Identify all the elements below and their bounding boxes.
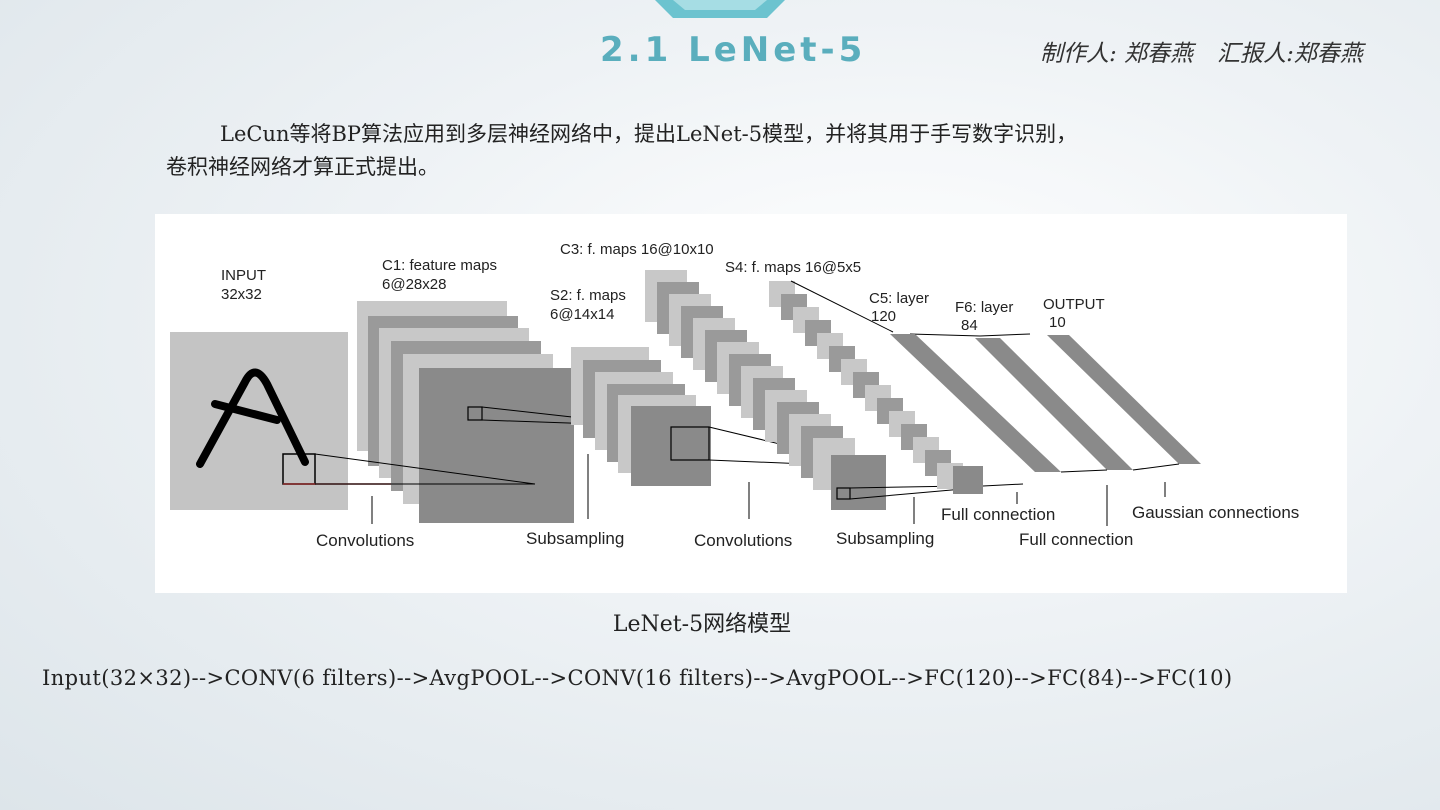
reporter-name: 汇报人:郑春燕 (1217, 41, 1363, 67)
c1-label: C1: feature maps (382, 257, 497, 274)
conv2-label: Convolutions (694, 531, 792, 550)
intro-line-2: 卷积神经网络才算正式提出。 (166, 155, 439, 179)
input-image (170, 332, 348, 510)
fc-lines (1060, 463, 1180, 473)
c1-receptive-field (467, 406, 483, 421)
c3-maps (645, 270, 886, 510)
intro-text: LeCun等将BP算法应用到多层神经网络中，提出LeNet-5模型，并将其用于手… (166, 118, 1296, 184)
s2-maps (571, 347, 711, 486)
conv1-label: Convolutions (316, 531, 414, 550)
c5-label: C5: layer (869, 290, 929, 307)
s4-maps (769, 281, 983, 494)
author-name: 制作人: 郑春燕 (1040, 41, 1194, 67)
f6-label: F6: layer (955, 299, 1013, 316)
full2-label: Full connection (1019, 530, 1133, 549)
intro-line-1: LeCun等将BP算法应用到多层神经网络中，提出LeNet-5模型，并将其用于手… (220, 122, 1078, 146)
full1-label: Full connection (941, 505, 1055, 524)
s2-receptive-field (670, 426, 710, 461)
s4-c5-lines (790, 280, 1031, 487)
c5-band (890, 334, 1061, 472)
s2-label: S2: f. maps (550, 287, 626, 304)
c5-size-label: 120 (871, 308, 896, 325)
handwritten-a (196, 368, 309, 468)
output-label: OUTPUT (1043, 296, 1105, 313)
handwritten-a-bar (211, 400, 281, 424)
input-label: INPUT (221, 267, 266, 284)
input-size-label: 32x32 (221, 286, 262, 303)
sub1-label: Subsampling (526, 529, 624, 548)
lenet-diagram: INPUT 32x32 C1: feature maps 6@28x28 C3:… (155, 214, 1347, 593)
slide-title: 2.1 LeNet-5 (600, 30, 867, 70)
architecture-pipeline: Input(32×32)-->CONV(6 filters)-->AvgPOOL… (42, 666, 1233, 690)
c3-label: C3: f. maps 16@10x10 (560, 241, 714, 258)
diagram-caption: LeNet-5网络模型 (612, 612, 792, 637)
output-band (1047, 335, 1201, 464)
output-size-label: 10 (1049, 314, 1066, 331)
c1-maps (357, 301, 574, 523)
f6-size-label: 84 (961, 317, 978, 334)
conv1-projection (314, 453, 536, 485)
top-accent-shape (655, 0, 785, 18)
gauss-label: Gaussian connections (1132, 503, 1299, 522)
c3-receptive-field (836, 487, 851, 500)
s2-size-label: 6@14x14 (550, 306, 614, 323)
c1-size-label: 6@28x28 (382, 276, 446, 293)
operation-ticks (371, 454, 1166, 526)
lenet-diagram-svg: INPUT 32x32 C1: feature maps 6@28x28 C3:… (170, 241, 1299, 550)
s4-label: S4: f. maps 16@5x5 (725, 259, 861, 276)
f6-band (975, 338, 1133, 470)
sub2-label: Subsampling (836, 529, 934, 548)
author-line: 制作人: 郑春燕汇报人:郑春燕 (1040, 34, 1363, 68)
